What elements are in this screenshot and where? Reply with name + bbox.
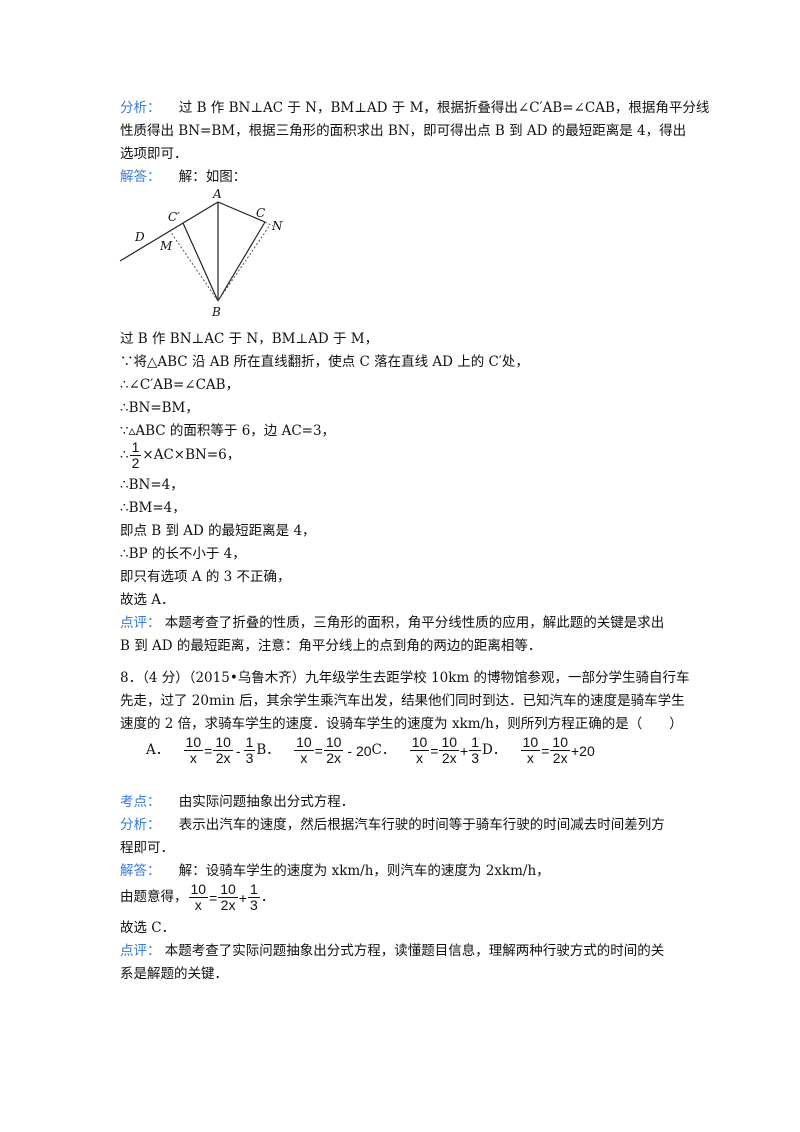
- label-c1: C′: [168, 210, 180, 224]
- analysis-line-1: 分析： 过 B 作 BN⊥AC 于 N，BM⊥AD 于 M，根据折叠得出∠C′A…: [120, 100, 710, 116]
- comment-tag: 点评：: [120, 615, 161, 631]
- label-d: D: [134, 230, 145, 244]
- step-11: 故选 A．: [120, 592, 175, 608]
- q8-answer-tag: 解答：: [120, 863, 161, 879]
- step-8: 即点 B 到 AD 的最短距离是 4，: [120, 523, 316, 539]
- step-1: 过 B 作 BN⊥AC 于 N，BM⊥AD 于 M，: [120, 331, 379, 347]
- label-a: A: [212, 188, 222, 201]
- step-10: 即只有选项 A 的 3 不正确，: [120, 569, 291, 585]
- analysis-line-3: 选项即可．: [120, 146, 188, 162]
- q8-line-2: 先走，过了 20min 后，其余学生乘汽车出发，结果他们同时到达．已知汽车的速度…: [120, 693, 685, 709]
- segment-ac: [217, 201, 266, 223]
- q8-comment-tag: 点评：: [120, 943, 161, 959]
- label-b: B: [211, 305, 221, 319]
- q8-answer-line-1: 解答： 解：设骑车学生的速度为 xkm/h，则汽车的速度为 2xkm/h，: [120, 863, 550, 879]
- label-c: C: [256, 206, 265, 220]
- analysis-line-2: 性质得出 BN=BM，根据三角形的面积求出 BN，即可得出点 B 到 AD 的最…: [120, 123, 687, 139]
- kaodian-line: 考点： 由实际问题抽象出分式方程．: [120, 794, 355, 810]
- step-4: ∴BN=BM，: [120, 400, 199, 416]
- step-3: ∴∠C′AB=∠CAB，: [120, 377, 240, 393]
- step-5: ∵▵ABC 的面积等于 6，边 AC=3，: [120, 423, 336, 439]
- step-2: ∵将△ABC 沿 AB 所在直线翻折，使点 C 落在直线 AD 上的 C′处，: [120, 354, 529, 370]
- comment-line-1: 点评： 本题考查了折叠的性质，三角形的面积，角平分线性质的应用，解此题的关键是求…: [120, 615, 665, 631]
- answer-line: 解答： 解：如图：: [120, 169, 247, 185]
- segment-bm: [169, 230, 219, 302]
- label-n: N: [271, 219, 283, 233]
- segment-bc: [217, 221, 266, 302]
- answer-tag: 解答：: [120, 169, 161, 185]
- step-6: ∴BN=4，: [120, 477, 184, 493]
- step-9: ∴BP 的长不小于 4，: [120, 546, 246, 562]
- label-m: M: [159, 239, 173, 253]
- q8-comment-line-2: 系是解题的关键．: [120, 966, 228, 982]
- analysis-tag: 分析：: [120, 100, 161, 116]
- segment-bn: [217, 224, 271, 302]
- segment-bc1: [182, 222, 219, 302]
- line-d: [119, 201, 219, 262]
- q8-answer-line-3: 故选 C．: [120, 920, 176, 936]
- q8-analysis-tag: 分析：: [120, 817, 161, 833]
- q8-comment-line-1: 点评： 本题考查了实际问题抽象出分式方程，读懂题目信息，理解两种行驶方式的时间的…: [120, 943, 665, 959]
- step-7: ∴BM=4，: [120, 500, 186, 516]
- q8-line-1: 8．（4 分）（2015•乌鲁木齐）九年级学生去距学校 10km 的博物馆参观，…: [120, 670, 690, 686]
- segment-cn: [264, 221, 274, 227]
- geometry-figure: A C N C′ D M B: [119, 188, 283, 319]
- kaodian-tag: 考点：: [120, 794, 161, 810]
- q8-line-3: 速度的 2 倍，求骑车学生的速度．设骑车学生的速度为 xkm/h，则所列方程正确…: [120, 716, 683, 732]
- comment-line-2: B 到 AD 的最短距离，注意：角平分线上的点到角的两边的距离相等．: [120, 638, 542, 654]
- q8-analysis-line-1: 分析： 表示出汽车的速度，然后根据汽车行驶的时间等于骑车行驶的时间减去时间差列方: [120, 817, 665, 833]
- q8-analysis-line-2: 程即可．: [120, 840, 174, 856]
